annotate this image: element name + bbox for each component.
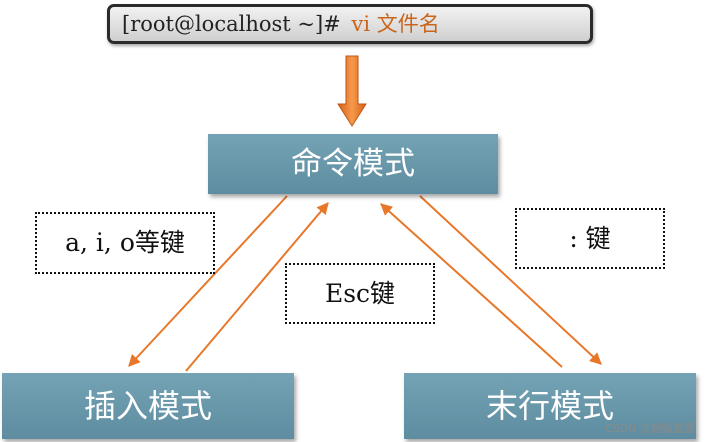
last-line-mode-box: 末行模式 [404, 373, 696, 439]
esc-key-label: Esc键 [285, 263, 435, 324]
terminal-prompt: [root@localhost ~]# [122, 12, 341, 36]
terminal-command: vi 文件名 [351, 12, 440, 36]
insert-mode-box: 插入模式 [2, 373, 294, 439]
arrow-lastline-to-command [380, 203, 563, 368]
arrow-command-to-lastline [419, 195, 602, 365]
terminal-command-bar: [root@localhost ~]# vi 文件名 [107, 4, 593, 44]
colon-key-label: : 键 [515, 208, 665, 269]
command-mode-box: 命令模式 [208, 134, 498, 194]
insert-keys-label: a, i, o等键 [35, 212, 215, 274]
watermark: CSDN @想做富婆 [605, 422, 695, 435]
arrow-insert-to-command [185, 202, 329, 372]
arrow-command-to-insert [128, 195, 288, 367]
start-arrow [337, 55, 367, 127]
